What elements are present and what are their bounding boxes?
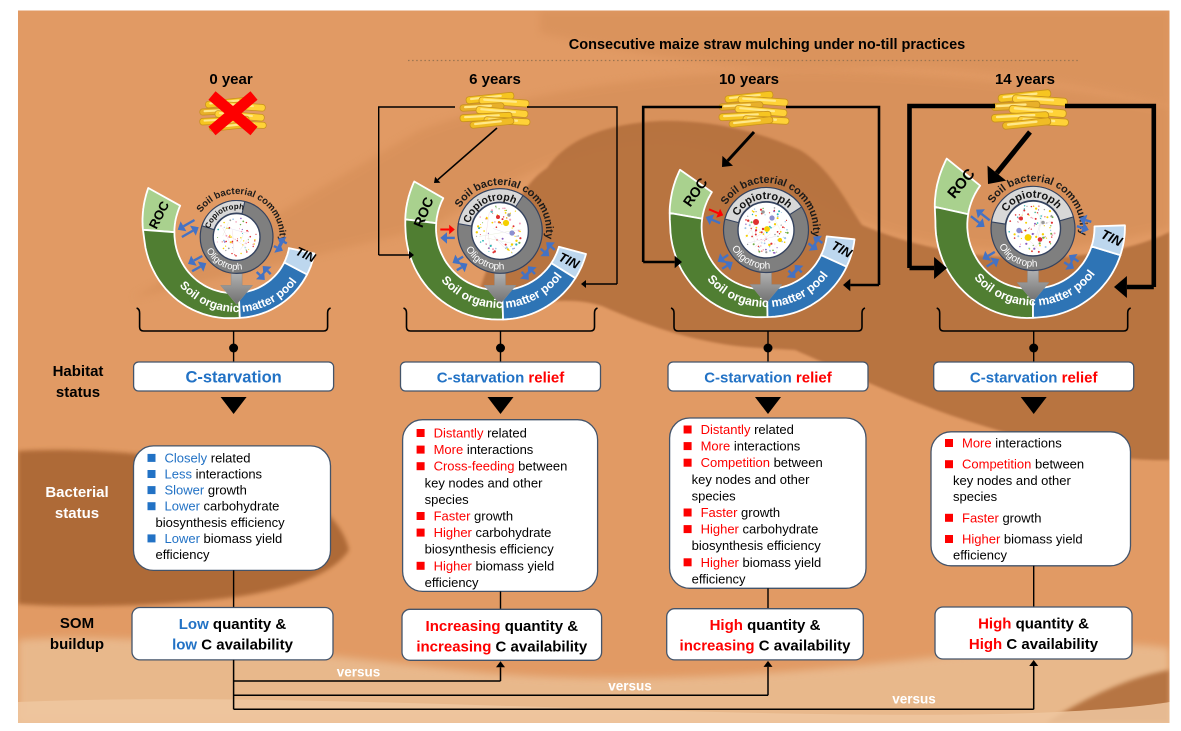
svg-text:biosynthesis efficiency: biosynthesis efficiency	[425, 542, 555, 557]
svg-text:Faster growth: Faster growth	[434, 509, 513, 524]
svg-text:Less interactions: Less interactions	[165, 467, 263, 482]
svg-text:More interactions: More interactions	[962, 436, 1062, 451]
svg-text:Higher biomass yield: Higher biomass yield	[962, 532, 1083, 547]
svg-text:efficiency: efficiency	[953, 548, 1007, 563]
svg-text:efficiency: efficiency	[425, 575, 479, 590]
svg-text:low C availability: low C availability	[172, 637, 294, 654]
svg-text:Faster growth: Faster growth	[962, 510, 1041, 525]
svg-text:Higher biomass yield: Higher biomass yield	[701, 555, 822, 570]
svg-text:Distantly related: Distantly related	[434, 426, 527, 441]
svg-text:C-starvation relief: C-starvation relief	[970, 370, 1099, 387]
svg-text:C-starvation relief: C-starvation relief	[704, 370, 833, 387]
svg-text:Habitat: Habitat	[53, 363, 104, 380]
svg-text:Increasing quantity &: Increasing quantity &	[426, 618, 579, 635]
svg-text:High quantity &: High quantity &	[978, 616, 1089, 633]
svg-text:Distantly related: Distantly related	[701, 422, 794, 437]
svg-text:Consecutive maize straw mulchi: Consecutive maize straw mulching under n…	[569, 37, 965, 53]
svg-text:More interactions: More interactions	[701, 439, 801, 454]
svg-text:key nodes and other: key nodes and other	[692, 472, 810, 487]
svg-text:biosynthesis efficiency: biosynthesis efficiency	[692, 538, 822, 553]
svg-text:14 years: 14 years	[995, 71, 1055, 88]
svg-text:versus: versus	[337, 665, 381, 680]
svg-text:SOM: SOM	[60, 615, 94, 632]
svg-text:key nodes and other: key nodes and other	[425, 475, 543, 490]
svg-text:Closely related: Closely related	[165, 450, 251, 465]
svg-text:High quantity &: High quantity &	[710, 617, 821, 634]
svg-text:More interactions: More interactions	[434, 442, 534, 457]
svg-text:versus: versus	[608, 679, 652, 694]
svg-text:Higher carbohydrate: Higher carbohydrate	[701, 522, 819, 537]
svg-text:0 year: 0 year	[209, 71, 253, 88]
svg-text:increasing C availability: increasing C availability	[416, 638, 588, 655]
svg-text:10 years: 10 years	[719, 71, 779, 88]
svg-text:Competition between: Competition between	[701, 455, 823, 470]
svg-text:Higher biomass yield: Higher biomass yield	[434, 558, 555, 573]
svg-text:status: status	[55, 505, 99, 522]
svg-text:species: species	[953, 489, 998, 504]
svg-text:efficiency: efficiency	[692, 571, 746, 586]
svg-text:Lower biomass yield: Lower biomass yield	[165, 531, 283, 546]
svg-text:C-starvation: C-starvation	[185, 369, 281, 387]
svg-text:6 years: 6 years	[469, 71, 521, 88]
svg-text:Competition between: Competition between	[962, 457, 1084, 472]
svg-text:status: status	[56, 384, 100, 401]
svg-text:Cross-feeding between: Cross-feeding between	[434, 459, 568, 474]
svg-text:key nodes and other: key nodes and other	[953, 473, 1071, 488]
svg-text:C-starvation relief: C-starvation relief	[437, 370, 566, 387]
svg-text:biosynthesis efficiency: biosynthesis efficiency	[156, 515, 286, 530]
svg-text:Slower growth: Slower growth	[165, 483, 247, 498]
svg-text:Faster growth: Faster growth	[701, 505, 780, 520]
svg-text:Low quantity &: Low quantity &	[179, 616, 287, 633]
svg-text:Lower carbohydrate: Lower carbohydrate	[165, 499, 280, 514]
svg-text:buildup: buildup	[50, 636, 104, 653]
svg-text:versus: versus	[892, 692, 936, 707]
svg-text:increasing C availability: increasing C availability	[680, 638, 852, 655]
svg-text:species: species	[425, 492, 470, 507]
svg-text:species: species	[692, 488, 737, 503]
svg-text:Bacterial: Bacterial	[45, 484, 108, 501]
svg-text:Higher carbohydrate: Higher carbohydrate	[434, 525, 552, 540]
svg-text:efficiency: efficiency	[156, 547, 210, 562]
svg-text:High C availability: High C availability	[969, 636, 1099, 653]
